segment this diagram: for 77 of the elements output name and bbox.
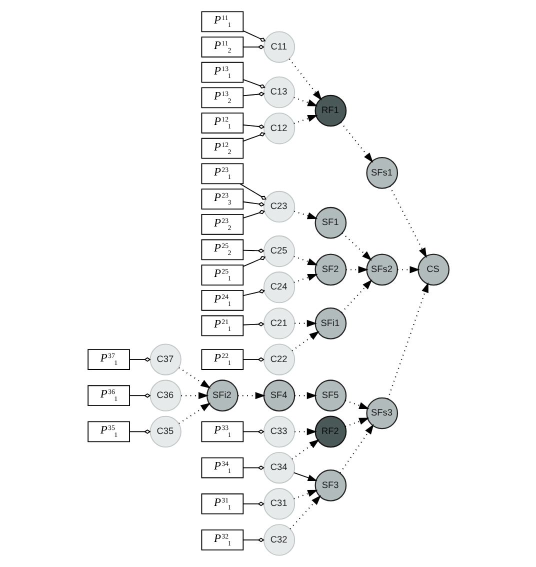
arrow xyxy=(180,392,208,400)
arrow xyxy=(292,472,317,481)
arrow xyxy=(293,115,318,124)
arrow xyxy=(388,186,426,258)
node-circle: SFi2 xyxy=(206,380,238,412)
node-circle: C33 xyxy=(262,416,295,448)
arrow xyxy=(293,96,318,106)
arrow xyxy=(288,58,322,100)
connector xyxy=(242,210,265,218)
connector xyxy=(242,248,264,254)
node-circle: RF2 xyxy=(314,416,346,448)
arrow xyxy=(340,122,373,163)
arrow xyxy=(344,418,369,428)
arrow xyxy=(178,367,210,388)
node-circle: CS xyxy=(417,254,449,286)
connector xyxy=(242,429,264,434)
node-circle: SFs2 xyxy=(366,254,398,286)
arrow xyxy=(339,424,374,474)
arrow xyxy=(346,266,368,274)
arrow xyxy=(397,266,420,274)
arrow xyxy=(294,210,318,220)
connector xyxy=(242,502,264,506)
node-circle: SFs3 xyxy=(366,397,398,430)
node-circle: SFi1 xyxy=(314,308,346,340)
arrow xyxy=(293,490,318,500)
arrow xyxy=(341,232,372,261)
node-circle: SF2 xyxy=(314,254,346,286)
node-circle: C31 xyxy=(262,488,295,520)
connector xyxy=(239,183,266,200)
arrow xyxy=(289,495,321,530)
node-circle: SFs1 xyxy=(366,157,398,189)
arrow xyxy=(294,428,317,436)
node-circle: C37 xyxy=(149,344,181,376)
connector xyxy=(128,429,150,434)
arrow xyxy=(344,400,369,409)
node-circle: C34 xyxy=(262,452,295,484)
arrow xyxy=(178,402,210,424)
node-circle: C21 xyxy=(262,308,295,340)
arrow xyxy=(293,274,318,283)
connector xyxy=(128,393,150,398)
node-circle: SF5 xyxy=(314,380,346,412)
connector xyxy=(242,357,264,362)
node-circle: RF1 xyxy=(314,94,346,127)
node-circle: C32 xyxy=(262,524,295,556)
node-circle: C11 xyxy=(262,31,295,63)
node-circle: C24 xyxy=(262,272,295,304)
node-circle: C36 xyxy=(149,380,181,412)
arrow xyxy=(294,320,317,327)
connector xyxy=(242,322,264,326)
connector xyxy=(242,92,264,96)
arrow xyxy=(386,282,428,400)
arrow xyxy=(291,439,319,460)
node-circle: C12 xyxy=(262,112,295,144)
arrow xyxy=(340,280,372,313)
connector xyxy=(242,256,266,267)
connector xyxy=(242,30,266,42)
node-circle: C13 xyxy=(262,76,295,108)
connector xyxy=(242,124,264,129)
connector xyxy=(242,466,264,470)
arrow xyxy=(294,392,317,400)
node-circle: C35 xyxy=(149,416,181,448)
connector xyxy=(242,538,264,542)
arrow xyxy=(291,330,319,352)
connector xyxy=(242,79,265,89)
connector xyxy=(242,132,265,142)
node-circle: SF4 xyxy=(262,380,295,412)
connector xyxy=(242,44,264,50)
connector xyxy=(242,201,264,207)
connector xyxy=(242,289,265,296)
node-circle: C25 xyxy=(262,235,295,268)
arrow xyxy=(293,256,318,266)
arrow xyxy=(238,392,265,400)
node-circle: C22 xyxy=(262,344,295,376)
connector xyxy=(128,357,150,362)
node-circle: SF3 xyxy=(314,470,346,502)
node-circle: C23 xyxy=(262,190,295,223)
node-circle: SF1 xyxy=(314,206,346,239)
